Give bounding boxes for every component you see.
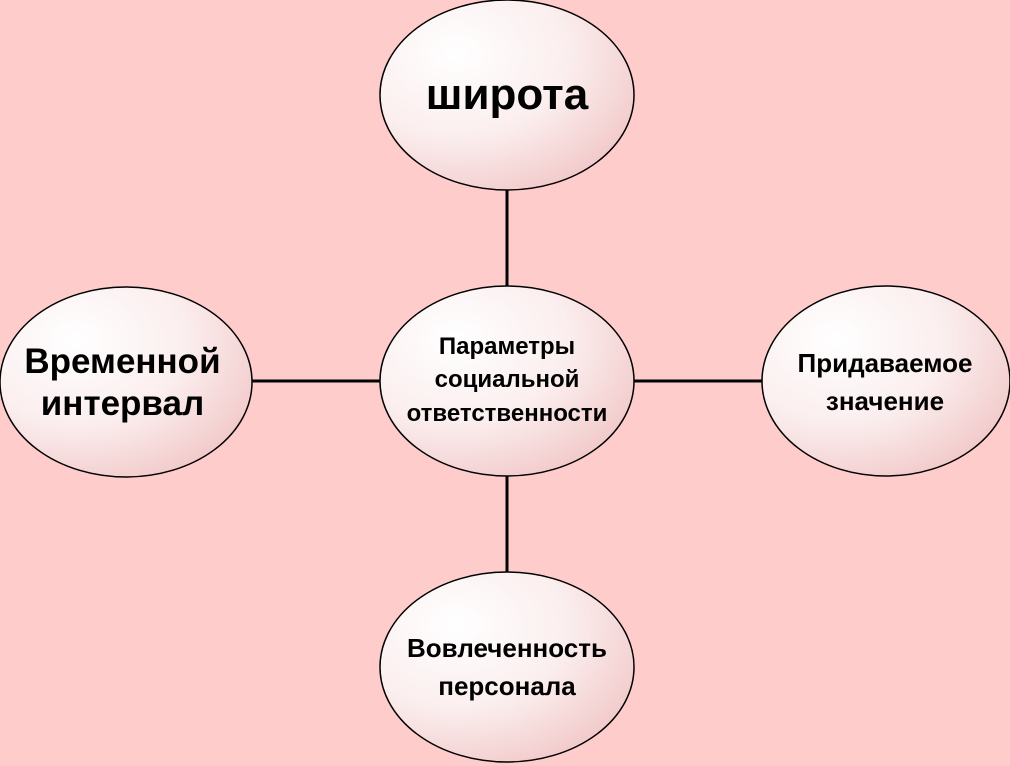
node-left-label: Временной интервал bbox=[24, 341, 221, 423]
node-center-ellipse bbox=[379, 285, 635, 477]
node-bottom-ellipse bbox=[379, 571, 635, 763]
node-bottom-label: Вовлеченность персонала bbox=[407, 632, 607, 701]
node-left-ellipse bbox=[0, 286, 253, 478]
node-top-ellipse bbox=[379, 0, 635, 191]
node-right-ellipse bbox=[761, 285, 1010, 477]
node-right-label: Придаваемое значение bbox=[797, 347, 973, 416]
node-center-label: Параметры социальной ответственности bbox=[406, 332, 608, 427]
node-top-label: широта bbox=[425, 69, 589, 119]
